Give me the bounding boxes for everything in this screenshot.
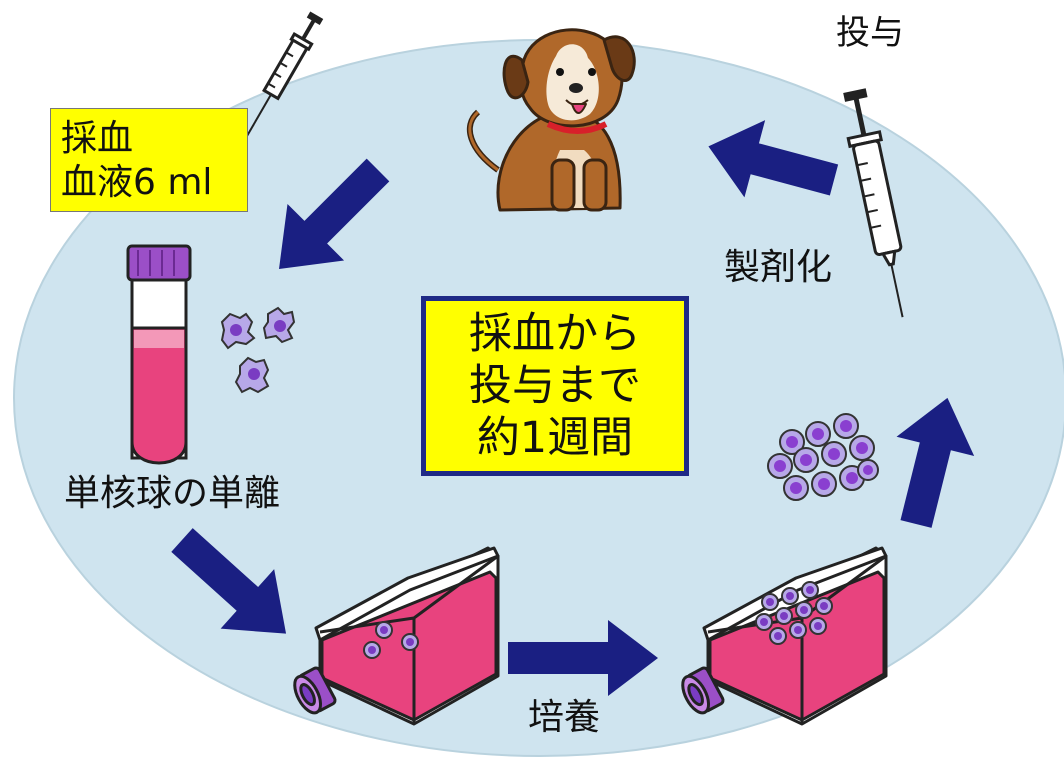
culture-flask-1-illustration bbox=[293, 546, 500, 726]
dog-illustration bbox=[466, 28, 636, 212]
syringe-right-illustration bbox=[843, 88, 904, 318]
arrow-to-culture bbox=[171, 528, 287, 634]
duration-summary-box: 採血から 投与まで 約1週間 bbox=[421, 296, 689, 476]
blood-sampling-box: 採血 血液6 ml bbox=[50, 108, 248, 212]
culture-flask-2-illustration bbox=[681, 546, 888, 726]
isolated-cells-illustration bbox=[220, 306, 296, 394]
formulation-label: 製剤化 bbox=[724, 247, 833, 288]
expanded-cells-illustration bbox=[767, 413, 879, 501]
syringe-left-illustration bbox=[246, 11, 324, 137]
arrow-to-isolation bbox=[279, 158, 390, 269]
sampling-volume: 血液6 ml bbox=[61, 162, 213, 203]
isolation-label: 単核球の単離 bbox=[64, 473, 281, 514]
summary-line-3: 約1週間 bbox=[476, 413, 634, 463]
arrow-to-dog bbox=[708, 120, 839, 198]
arrow-to-formulation bbox=[896, 397, 975, 528]
sampling-title: 採血 bbox=[61, 118, 134, 159]
administration-label: 投与 bbox=[836, 13, 904, 53]
summary-line-2: 投与まで bbox=[469, 361, 641, 411]
summary-line-1: 採血から bbox=[469, 309, 641, 359]
culture-label: 培養 bbox=[528, 697, 601, 738]
arrow-culture bbox=[508, 620, 658, 696]
blood-tube-illustration bbox=[126, 244, 192, 465]
